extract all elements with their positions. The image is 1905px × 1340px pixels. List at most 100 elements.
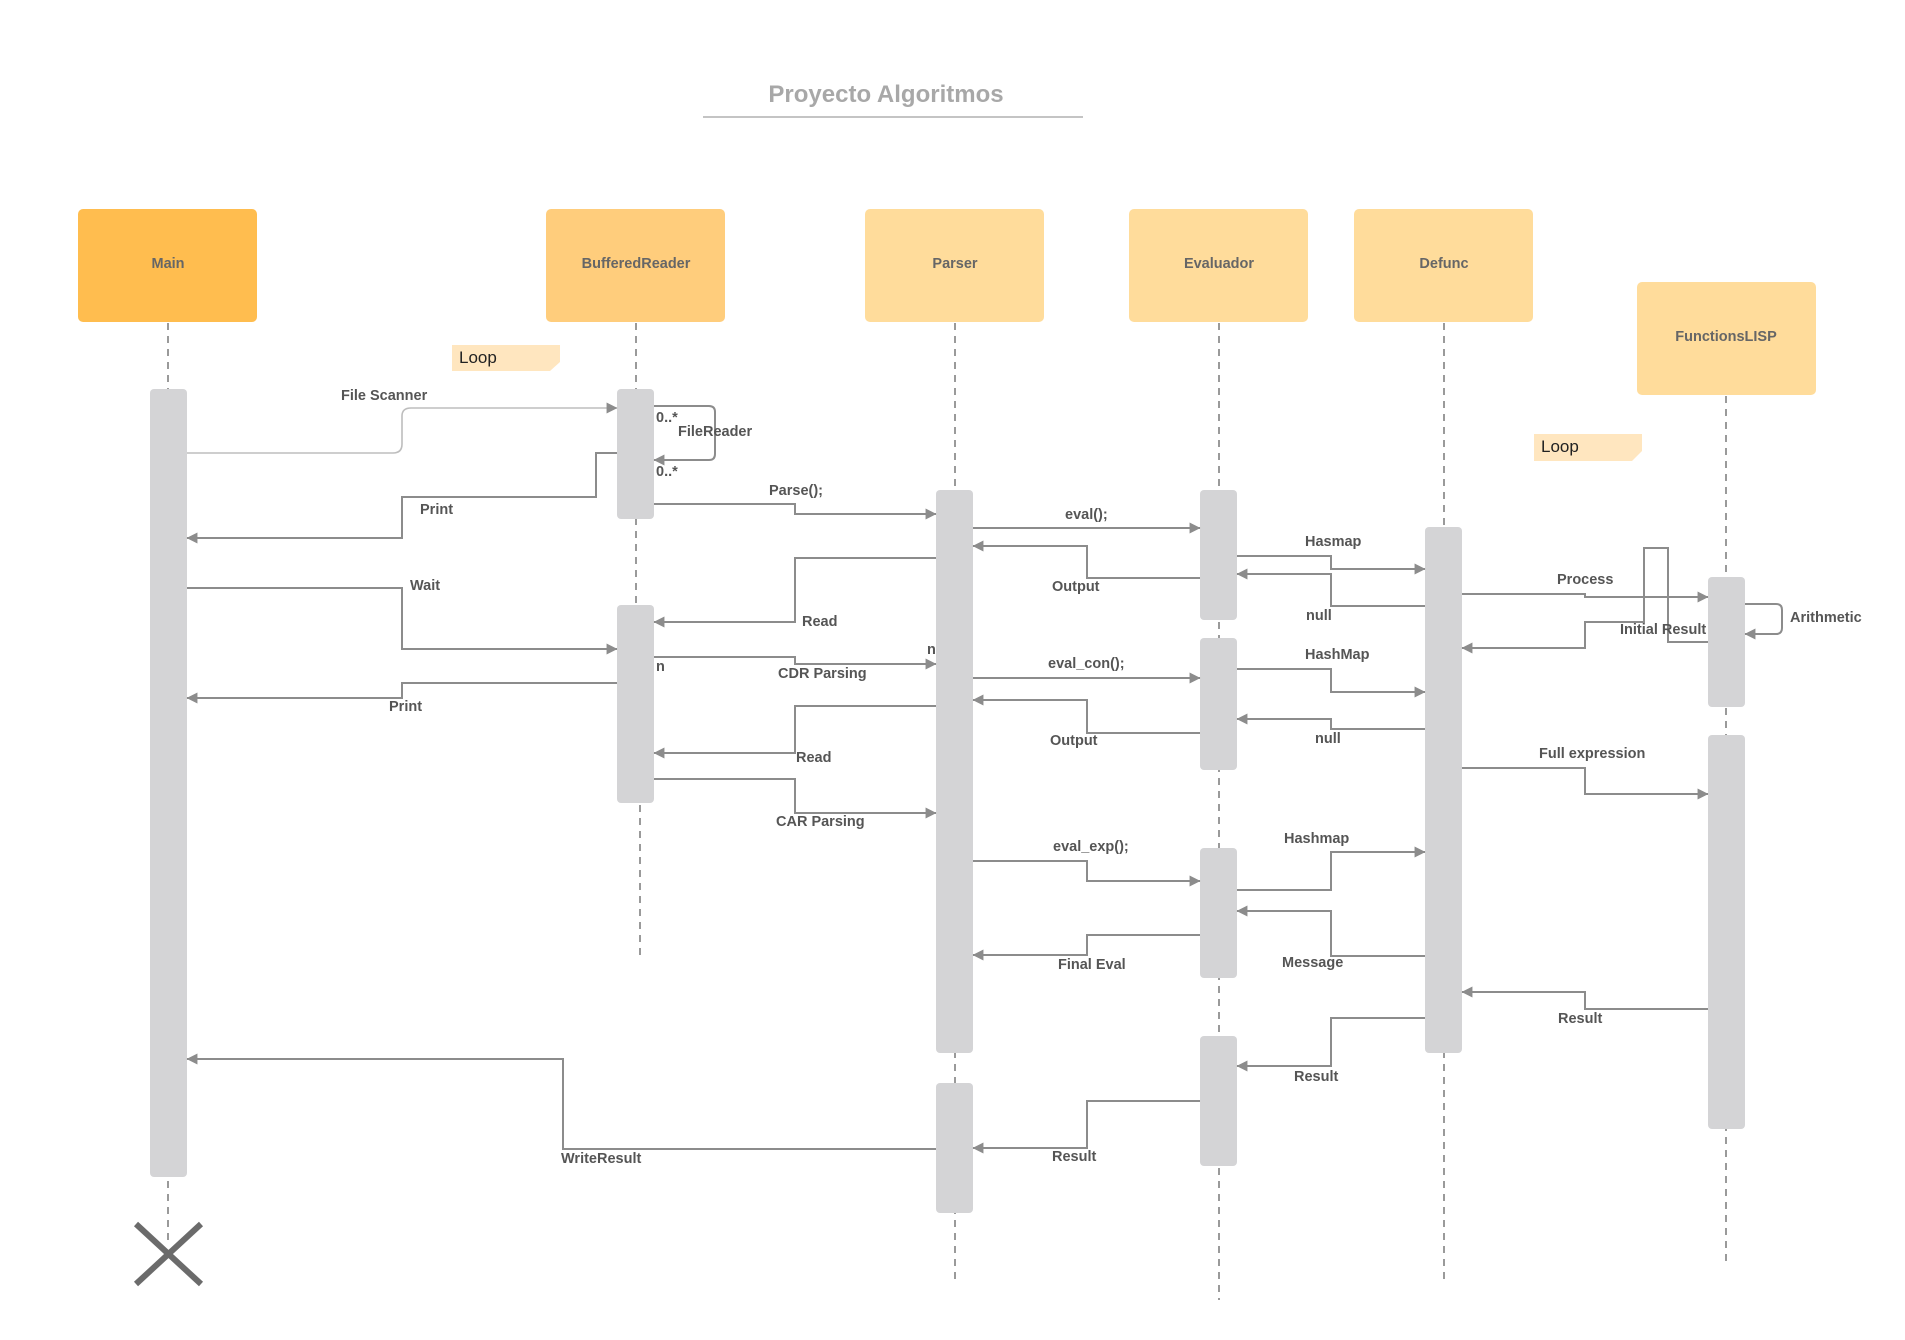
participant-main-label: Main bbox=[151, 256, 184, 272]
participant-functionslisp-label: FunctionsLISP bbox=[1675, 329, 1777, 345]
arrow-eval-exp bbox=[973, 860, 1201, 887]
arrow-result-3 bbox=[972, 1100, 1200, 1154]
destroy-x-icon bbox=[133, 1221, 204, 1287]
arrow-initial-result bbox=[1461, 547, 1708, 654]
label-initial-result: Initial Result bbox=[1620, 622, 1706, 638]
label-write-result: WriteResult bbox=[561, 1151, 641, 1167]
activation-parser-1 bbox=[936, 490, 973, 1053]
arrow-full-expression bbox=[1462, 767, 1709, 800]
participant-defunc[interactable]: Defunc bbox=[1354, 209, 1533, 322]
loop-tag-1-shape bbox=[452, 345, 560, 371]
arrow-cdr-parsing bbox=[654, 656, 937, 670]
arrow-car-parsing bbox=[654, 778, 937, 819]
arrow-process bbox=[1462, 591, 1709, 603]
arrow-arithmetic bbox=[1744, 603, 1783, 640]
label-car-parsing: CAR Parsing bbox=[776, 814, 865, 830]
participant-functionslisp-box[interactable] bbox=[1637, 282, 1816, 395]
participant-main-box[interactable] bbox=[78, 209, 257, 322]
label-hashmap-2: Hashmap bbox=[1284, 831, 1349, 847]
loop-tag-2: Loop bbox=[1534, 434, 1642, 461]
loop-tag-2-shape bbox=[1534, 434, 1642, 461]
activation-evaluador-4 bbox=[1200, 1036, 1237, 1166]
participant-parser-label: Parser bbox=[932, 256, 978, 272]
arrow-output-2 bbox=[972, 694, 1200, 734]
participant-bufferedreader[interactable]: BufferedReader bbox=[546, 209, 725, 322]
arrow-null-2 bbox=[1236, 713, 1425, 730]
activation-parser-2 bbox=[936, 1083, 973, 1213]
arrow-message bbox=[1236, 905, 1425, 957]
messages bbox=[186, 402, 1783, 1154]
activation-defunc bbox=[1425, 527, 1462, 1053]
label-null-1: null bbox=[1306, 608, 1332, 624]
diagram-title: Proyecto Algoritmos bbox=[703, 81, 1083, 118]
participant-evaluador-label: Evaluador bbox=[1184, 256, 1254, 272]
participant-main[interactable]: Main bbox=[78, 209, 257, 322]
label-hashmap: HashMap bbox=[1305, 647, 1370, 663]
label-print-1: Print bbox=[420, 502, 453, 518]
label-message: Message bbox=[1282, 955, 1343, 971]
label-parse: Parse(); bbox=[769, 483, 823, 499]
label-full-expression: Full expression bbox=[1539, 746, 1645, 762]
loop-tag-1: Loop bbox=[452, 345, 560, 371]
activation-functionslisp-2 bbox=[1708, 735, 1745, 1129]
label-file-scanner: File Scanner bbox=[341, 388, 428, 404]
label-result-1: Result bbox=[1558, 1011, 1602, 1027]
label-cdr-parsing: CDR Parsing bbox=[778, 666, 867, 682]
arrow-read-1 bbox=[653, 557, 936, 628]
label-print-2: Print bbox=[389, 699, 422, 715]
arrow-read-2 bbox=[653, 705, 936, 759]
label-result-2: Result bbox=[1294, 1069, 1338, 1085]
label-output-2: Output bbox=[1050, 733, 1098, 749]
arrow-parse bbox=[654, 503, 937, 520]
label-mult-2: 0..* bbox=[656, 464, 678, 480]
arrow-output-1 bbox=[972, 540, 1200, 579]
destroy-x-stroke-2 bbox=[133, 1221, 204, 1287]
participant-parser-box[interactable] bbox=[865, 209, 1044, 322]
arrow-print-1 bbox=[186, 452, 617, 544]
label-filereader: FileReader bbox=[678, 424, 752, 440]
label-arithmetic: Arithmetic bbox=[1790, 610, 1862, 626]
arrow-file-scanner bbox=[187, 402, 618, 454]
arrow-null-1 bbox=[1236, 568, 1425, 607]
arrow-hashmap-2 bbox=[1237, 846, 1426, 891]
label-output-1: Output bbox=[1052, 579, 1100, 595]
activation-bufferedreader-2 bbox=[617, 605, 654, 803]
message-labels: File Scanner 0..* FileReader 0..* Print … bbox=[341, 388, 1862, 1167]
loop-tag-1-label: Loop bbox=[459, 348, 497, 367]
participant-evaluador[interactable]: Evaluador bbox=[1129, 209, 1308, 322]
label-null-2: null bbox=[1315, 731, 1341, 747]
participant-defunc-box[interactable] bbox=[1354, 209, 1533, 322]
label-hasmap: Hasmap bbox=[1305, 534, 1362, 550]
arrow-result-1 bbox=[1461, 986, 1708, 1010]
label-wait: Wait bbox=[410, 578, 440, 594]
arrow-print-2 bbox=[186, 682, 617, 704]
label-result-3: Result bbox=[1052, 1149, 1096, 1165]
label-process: Process bbox=[1557, 572, 1613, 588]
arrow-final-eval bbox=[972, 934, 1200, 961]
label-mult-1: 0..* bbox=[656, 410, 678, 426]
arrow-hasmap bbox=[1237, 555, 1426, 575]
label-final-eval: Final Eval bbox=[1058, 957, 1126, 973]
participant-defunc-label: Defunc bbox=[1419, 256, 1468, 272]
label-read-1: Read bbox=[802, 614, 837, 630]
loop-tag-2-label: Loop bbox=[1541, 437, 1579, 456]
participant-functionslisp[interactable]: FunctionsLISP bbox=[1637, 282, 1816, 395]
participant-parser[interactable]: Parser bbox=[865, 209, 1044, 322]
label-n-1: n bbox=[927, 642, 936, 658]
arrow-filereader bbox=[653, 405, 716, 466]
activation-functionslisp-1 bbox=[1708, 577, 1745, 707]
activation-evaluador-2 bbox=[1200, 638, 1237, 770]
label-read-2: Read bbox=[796, 750, 831, 766]
label-eval: eval(); bbox=[1065, 507, 1108, 523]
arrow-wait bbox=[187, 587, 618, 655]
activation-main bbox=[150, 389, 187, 1177]
label-eval-exp: eval_exp(); bbox=[1053, 839, 1129, 855]
activation-bufferedreader-1 bbox=[617, 389, 654, 519]
arrow-write-result bbox=[186, 1053, 936, 1150]
activation-evaluador-3 bbox=[1200, 848, 1237, 978]
activation-evaluador-1 bbox=[1200, 490, 1237, 620]
participant-evaluador-box[interactable] bbox=[1129, 209, 1308, 322]
label-n-2: n bbox=[656, 659, 665, 675]
participant-bufferedreader-box[interactable] bbox=[546, 209, 725, 322]
